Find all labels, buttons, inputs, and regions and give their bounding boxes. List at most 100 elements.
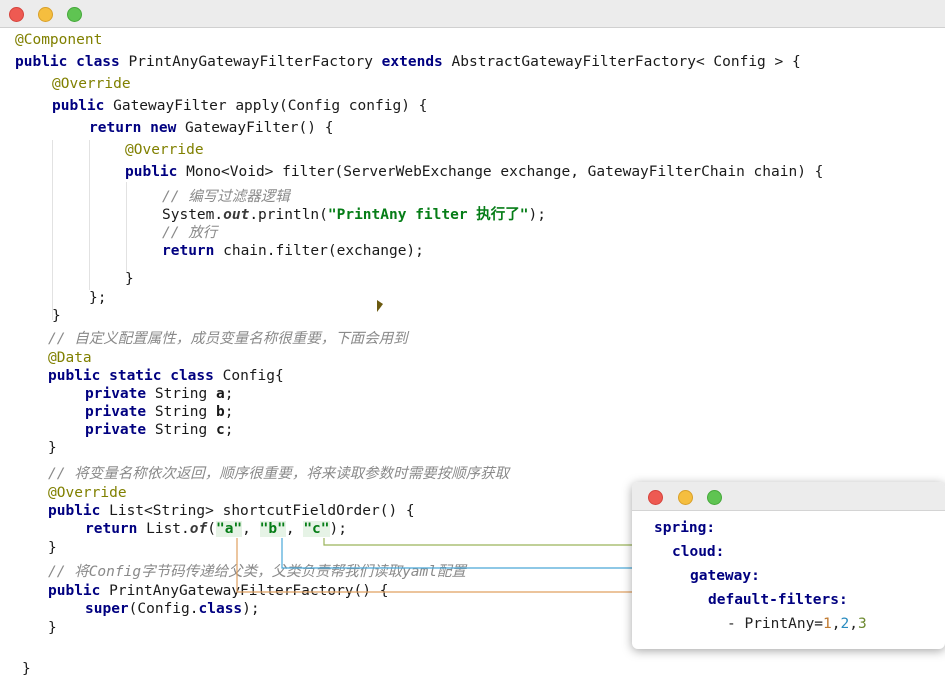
indent-guide (89, 140, 90, 290)
code-line[interactable]: return chain.filter(exchange); (162, 242, 424, 260)
code-token: "PrintAny filter 执行了" (327, 207, 529, 223)
minimize-button[interactable] (38, 7, 53, 22)
editor-titlebar (0, 0, 945, 28)
code-token: ; (224, 386, 234, 402)
code-token: GatewayFilter apply(Config config) { (113, 98, 428, 114)
code-token: } (48, 540, 57, 556)
code-line[interactable]: }; (89, 289, 106, 307)
yaml-key-spring: spring: (654, 520, 716, 536)
code-line[interactable]: @Data (48, 349, 92, 367)
code-line[interactable]: private String c; (85, 421, 233, 439)
code-token: System. (162, 207, 224, 223)
yaml-filter-entry: - PrintAny=1,2,3 (727, 615, 867, 633)
code-token: "b" (259, 521, 286, 537)
code-line[interactable]: } (125, 270, 134, 288)
code-token: , (242, 521, 260, 537)
code-token: public (125, 164, 187, 180)
code-token: "c" (303, 521, 330, 537)
code-token: } (48, 440, 57, 456)
indent-guide (126, 182, 127, 272)
code-token: out (223, 207, 250, 223)
code-line[interactable]: @Override (125, 141, 204, 159)
code-token: public (52, 98, 114, 114)
yaml-minimize-button[interactable] (678, 490, 693, 505)
code-line[interactable]: // 自定义配置属性，成员变量名称很重要，下面会用到 (48, 330, 408, 348)
code-token: private (85, 404, 155, 420)
code-line[interactable]: private String b; (85, 403, 233, 421)
code-line[interactable]: } (52, 307, 61, 325)
yaml-value-1: 1 (823, 616, 832, 632)
code-token: (Config. (128, 601, 199, 617)
code-token: String (154, 422, 216, 438)
code-token: } (22, 661, 31, 677)
code-token: String (154, 404, 216, 420)
code-line[interactable]: @Override (48, 484, 127, 502)
yaml-comma: , (831, 616, 841, 632)
code-token: AbstractGatewayFilterFactory< Config > { (451, 54, 801, 70)
code-line[interactable]: } (48, 619, 57, 637)
yaml-close-button[interactable] (648, 490, 663, 505)
code-line[interactable]: @Override (52, 75, 131, 93)
code-token: @Override (48, 485, 127, 501)
code-token: List<String> shortcutFieldOrder() { (109, 503, 415, 519)
code-line[interactable]: return List.of("a", "b", "c"); (85, 520, 347, 538)
code-line[interactable]: public PrintAnyGatewayFilterFactory() { (48, 582, 388, 600)
code-line[interactable]: } (48, 439, 57, 457)
code-token: c (215, 422, 225, 438)
code-token: public static class (48, 368, 223, 384)
indent-guide (52, 140, 53, 320)
code-token: public (48, 583, 110, 599)
code-line[interactable]: return new GatewayFilter() { (89, 119, 333, 137)
code-token: ; (224, 422, 234, 438)
code-token: return new (89, 120, 186, 136)
code-line[interactable]: // 将变量名称依次返回，顺序很重要，将来读取参数时需要按顺序获取 (48, 465, 509, 483)
code-token: PrintAnyGatewayFilterFactory() { (109, 583, 389, 599)
code-token: Mono<Void> filter(ServerWebExchange exch… (186, 164, 824, 180)
yaml-window: spring: cloud: gateway: default-filters:… (632, 482, 945, 649)
code-token: public (48, 503, 110, 519)
code-line[interactable]: public List<String> shortcutFieldOrder()… (48, 502, 415, 520)
code-line[interactable]: @Component (15, 31, 102, 49)
code-token: a (215, 386, 225, 402)
code-token: @Component (15, 32, 103, 48)
code-token: extends (381, 54, 452, 70)
yaml-titlebar (632, 482, 945, 511)
code-token: // 自定义配置属性，成员变量名称很重要，下面会用到 (48, 331, 408, 347)
code-token: PrintAnyGatewayFilterFactory (128, 54, 382, 70)
code-token: return (85, 521, 147, 537)
yaml-key-gateway: gateway: (690, 568, 760, 584)
code-token: of (189, 521, 208, 537)
code-line[interactable]: public Mono<Void> filter(ServerWebExchan… (125, 163, 823, 181)
code-token: return (162, 243, 224, 259)
code-token: } (48, 620, 57, 636)
code-token: ( (207, 521, 216, 537)
code-line[interactable]: // 编写过滤器逻辑 (162, 188, 290, 206)
yaml-zoom-button[interactable] (707, 490, 722, 505)
yaml-key-cloud: cloud: (672, 544, 725, 560)
zoom-button[interactable] (67, 7, 82, 22)
code-token: , (285, 521, 304, 537)
code-token: b (215, 404, 225, 420)
code-token: super (85, 601, 129, 617)
code-token: "a" (215, 521, 243, 537)
code-line[interactable]: public class PrintAnyGatewayFilterFactor… (15, 53, 801, 71)
code-line[interactable]: } (22, 660, 31, 678)
yaml-key-default-filters: default-filters: (708, 592, 848, 608)
yaml-filter-prefix: - PrintAny= (727, 616, 824, 632)
code-token: chain.filter(exchange); (223, 243, 424, 259)
code-line[interactable]: } (48, 539, 57, 557)
code-line[interactable]: public GatewayFilter apply(Config config… (52, 97, 427, 115)
yaml-value-3: 3 (857, 616, 867, 632)
code-token: @Override (52, 76, 131, 92)
yaml-value-2: 2 (840, 616, 850, 632)
code-line[interactable]: super(Config.class); (85, 600, 260, 618)
code-line[interactable]: public static class Config{ (48, 367, 284, 385)
code-line[interactable]: System.out.println("PrintAny filter 执行了"… (162, 206, 546, 224)
code-token: } (52, 308, 61, 324)
mouse-cursor-icon (377, 300, 383, 312)
close-button[interactable] (9, 7, 24, 22)
code-line[interactable]: private String a; (85, 385, 233, 403)
code-line[interactable]: // 放行 (162, 224, 217, 242)
yaml-comma: , (849, 616, 858, 632)
code-token: public class (15, 54, 129, 70)
